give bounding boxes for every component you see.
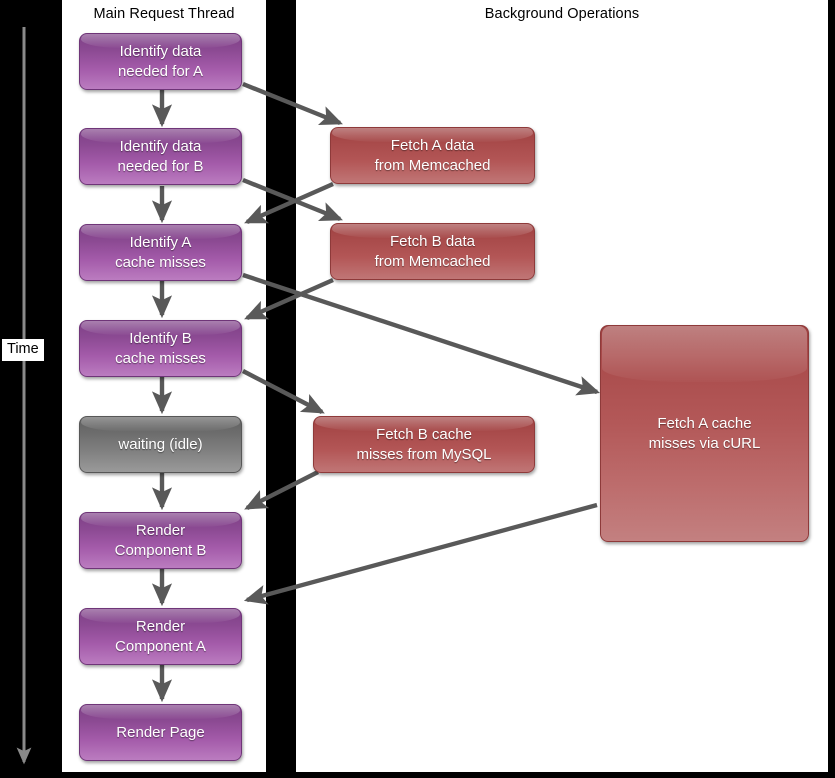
- node-label-line2: cache misses: [115, 349, 206, 367]
- node-render-page[interactable]: Render Page: [79, 704, 242, 761]
- node-label: waiting (idle): [118, 435, 203, 453]
- node-fetch-b-data-from-memcached[interactable]: Fetch B data from Memcached: [330, 223, 535, 280]
- node-label-line1: Identify data: [119, 43, 202, 61]
- lane-title-background-operations: Background Operations: [484, 6, 640, 22]
- node-label: Identify B cache misses: [109, 329, 212, 367]
- node-label-line2: needed for B: [117, 157, 204, 175]
- node-label-line2: misses via cURL: [648, 434, 761, 452]
- node-label: Render Page: [116, 723, 205, 741]
- node-label: Fetch A cache misses via cURL: [643, 414, 767, 452]
- node-label-line1: Fetch B cache: [376, 426, 472, 444]
- node-label-line1: Identify A: [129, 234, 192, 252]
- node-waiting-idle[interactable]: waiting (idle): [79, 416, 242, 473]
- node-fetch-a-data-from-memcached[interactable]: Fetch A data from Memcached: [330, 127, 535, 184]
- lane-title-main-request-thread: Main Request Thread: [93, 6, 235, 22]
- node-label: Fetch B cache misses from MySQL: [350, 425, 497, 463]
- node-label: Render Component A: [109, 617, 212, 655]
- node-fetch-a-cache-misses-via-curl[interactable]: Fetch A cache misses via cURL: [600, 325, 809, 542]
- node-label-line1: Identify B: [129, 330, 192, 348]
- node-label-line2: from Memcached: [374, 252, 491, 270]
- node-identify-a-cache-misses[interactable]: Identify A cache misses: [79, 224, 242, 281]
- node-label-line2: cache misses: [115, 253, 206, 271]
- node-label: Fetch A data from Memcached: [369, 136, 497, 174]
- node-label: Render Component B: [109, 521, 213, 559]
- node-label-line2: misses from MySQL: [356, 445, 492, 463]
- node-label-line2: Component B: [114, 541, 207, 559]
- node-label-line1: Render: [135, 618, 186, 636]
- node-label: Fetch B data from Memcached: [369, 232, 497, 270]
- node-identify-data-b[interactable]: Identify data needed for B: [79, 128, 242, 185]
- node-label-line1: Render: [135, 522, 186, 540]
- node-identify-data-a[interactable]: Identify data needed for A: [79, 33, 242, 90]
- node-label-line1: Fetch A data: [390, 137, 475, 155]
- node-label-line1: Fetch A cache: [657, 415, 752, 433]
- node-label-line2: needed for A: [117, 62, 204, 80]
- node-render-component-a[interactable]: Render Component A: [79, 608, 242, 665]
- node-label: Identify data needed for A: [112, 42, 209, 80]
- node-fetch-b-cache-misses-from-mysql[interactable]: Fetch B cache misses from MySQL: [313, 416, 535, 473]
- node-label-line1: Identify data: [119, 138, 202, 156]
- node-label: Identify A cache misses: [109, 233, 212, 271]
- time-axis-label: Time: [2, 339, 44, 361]
- node-label: Identify data needed for B: [112, 137, 210, 175]
- node-identify-b-cache-misses[interactable]: Identify B cache misses: [79, 320, 242, 377]
- node-render-component-b[interactable]: Render Component B: [79, 512, 242, 569]
- node-label-line2: from Memcached: [374, 156, 491, 174]
- node-label-line1: Fetch B data: [389, 233, 476, 251]
- node-label-line2: Component A: [115, 637, 206, 655]
